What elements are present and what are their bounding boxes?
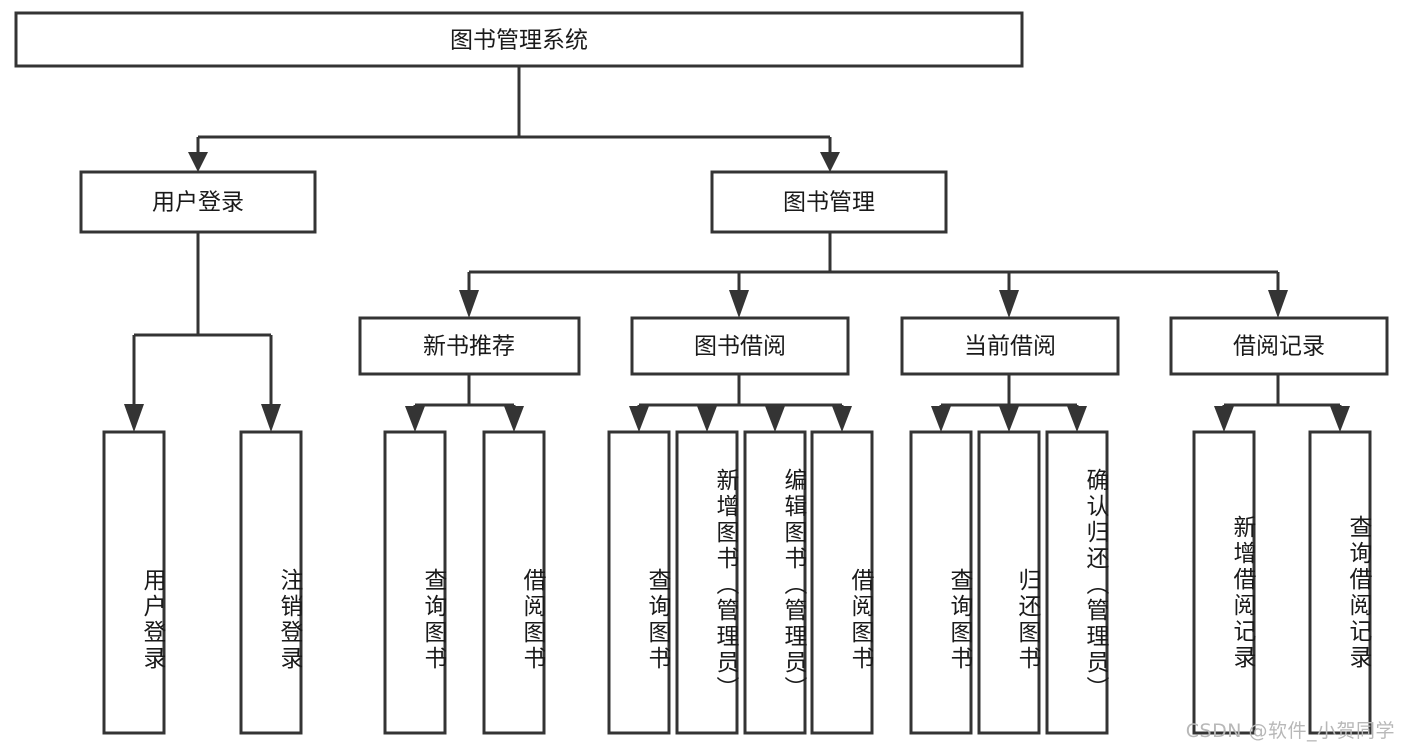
arrowhead-current-query-book [931,406,951,432]
node-leaf-current-query-book[interactable] [909,430,973,735]
label-new-book-recommend: 新书推荐 [423,334,515,360]
arrowhead-record-add-record [1214,406,1234,432]
arrowhead-user-login [188,152,208,172]
node-layer [14,11,1389,735]
node-leaf-borrow-add-book-admin[interactable] [675,430,739,735]
label-book-borrow: 图书借阅 [694,334,786,360]
arrowhead-current-return-book [999,406,1019,432]
label-borrow-record: 借阅记录 [1233,334,1325,360]
node-borrow-record[interactable] [1169,316,1389,376]
node-book-borrow[interactable] [630,316,850,376]
arrowhead-recommend-borrow-book [504,406,524,432]
arrowhead-borrow-add-book [697,406,717,432]
node-book-management[interactable] [710,170,948,234]
node-leaf-borrow-edit-book-admin[interactable] [743,430,807,735]
node-leaf-current-confirm-return-admin[interactable] [1045,430,1109,735]
node-user-login[interactable] [79,170,317,234]
node-leaf-logout-login[interactable] [239,430,303,735]
arrowhead-borrow-borrow-book [832,406,852,432]
arrowhead-book-manage [820,152,840,172]
node-leaf-record-query-record[interactable] [1308,430,1372,735]
arrowhead-current-borrow [999,290,1019,318]
label-layer: 图书管理系统 用户登录 图书管理 新书推荐 图书借阅 当前借阅 借阅记录 [152,28,1325,360]
arrowhead-leaf-logout [261,404,281,432]
label-current-borrow: 当前借阅 [964,334,1056,360]
arrowhead-new-book-recommend [459,290,479,318]
node-current-borrow[interactable] [900,316,1120,376]
csdn-watermark: CSDN @软件_小贺同学 [1185,720,1395,742]
arrowhead-current-confirm-return [1067,406,1087,432]
node-leaf-record-add-record[interactable] [1192,430,1256,735]
connector-layer [124,66,1350,432]
label-root-book-management-system: 图书管理系统 [450,28,588,54]
node-root-book-management-system[interactable] [14,11,1024,68]
arrowhead-borrow-edit-book [765,406,785,432]
node-leaf-user-login[interactable] [102,430,166,735]
node-leaf-borrow-query-book[interactable] [607,430,671,735]
arrowhead-leaf-user-login [124,404,144,432]
label-book-management: 图书管理 [783,190,875,216]
node-leaf-current-return-book[interactable] [977,430,1041,735]
arrowhead-borrow-query-book [629,406,649,432]
arrowhead-recommend-query-book [405,406,425,432]
node-new-book-recommend[interactable] [358,316,581,376]
arrowhead-book-borrow [729,290,749,318]
label-user-login: 用户登录 [152,190,244,216]
arrowhead-record-query-record [1330,406,1350,432]
arrowhead-borrow-record [1268,290,1288,318]
node-leaf-recommend-borrow-book[interactable] [482,430,546,735]
node-leaf-recommend-query-book[interactable] [383,430,447,735]
node-leaf-borrow-borrow-book[interactable] [810,430,874,735]
